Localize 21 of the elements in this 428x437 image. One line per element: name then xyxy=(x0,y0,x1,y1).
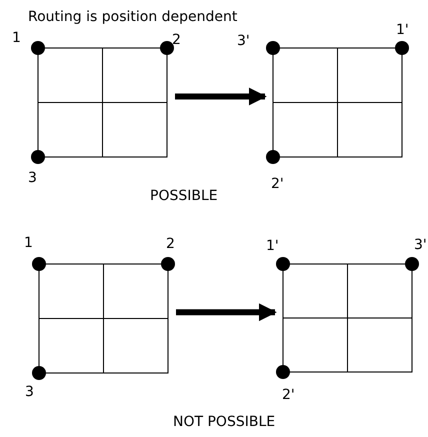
grid-drawing xyxy=(276,257,419,379)
corner-number: 1' xyxy=(266,238,279,254)
corner-number: 2' xyxy=(271,176,284,192)
arrow xyxy=(176,303,277,322)
arrow xyxy=(175,88,267,106)
caption: NOT POSSIBLE xyxy=(173,414,276,430)
corner-number: 1 xyxy=(24,235,33,251)
corner-number: 2 xyxy=(172,32,181,48)
corner-number: 3 xyxy=(28,170,37,186)
corner-number: 3 xyxy=(25,384,34,400)
corner-number: 1' xyxy=(396,22,409,38)
title: Routing is position dependent xyxy=(28,9,238,25)
corner-number: 2 xyxy=(166,236,175,252)
grid-drawing xyxy=(32,257,175,380)
corner-number: 3' xyxy=(414,237,427,253)
corner-number: 2' xyxy=(282,387,295,403)
caption: POSSIBLE xyxy=(150,188,218,204)
corner-number: 1 xyxy=(12,30,21,46)
grid-drawing xyxy=(266,41,409,164)
corner-number: 3' xyxy=(237,33,250,49)
grid-drawing xyxy=(31,41,174,164)
